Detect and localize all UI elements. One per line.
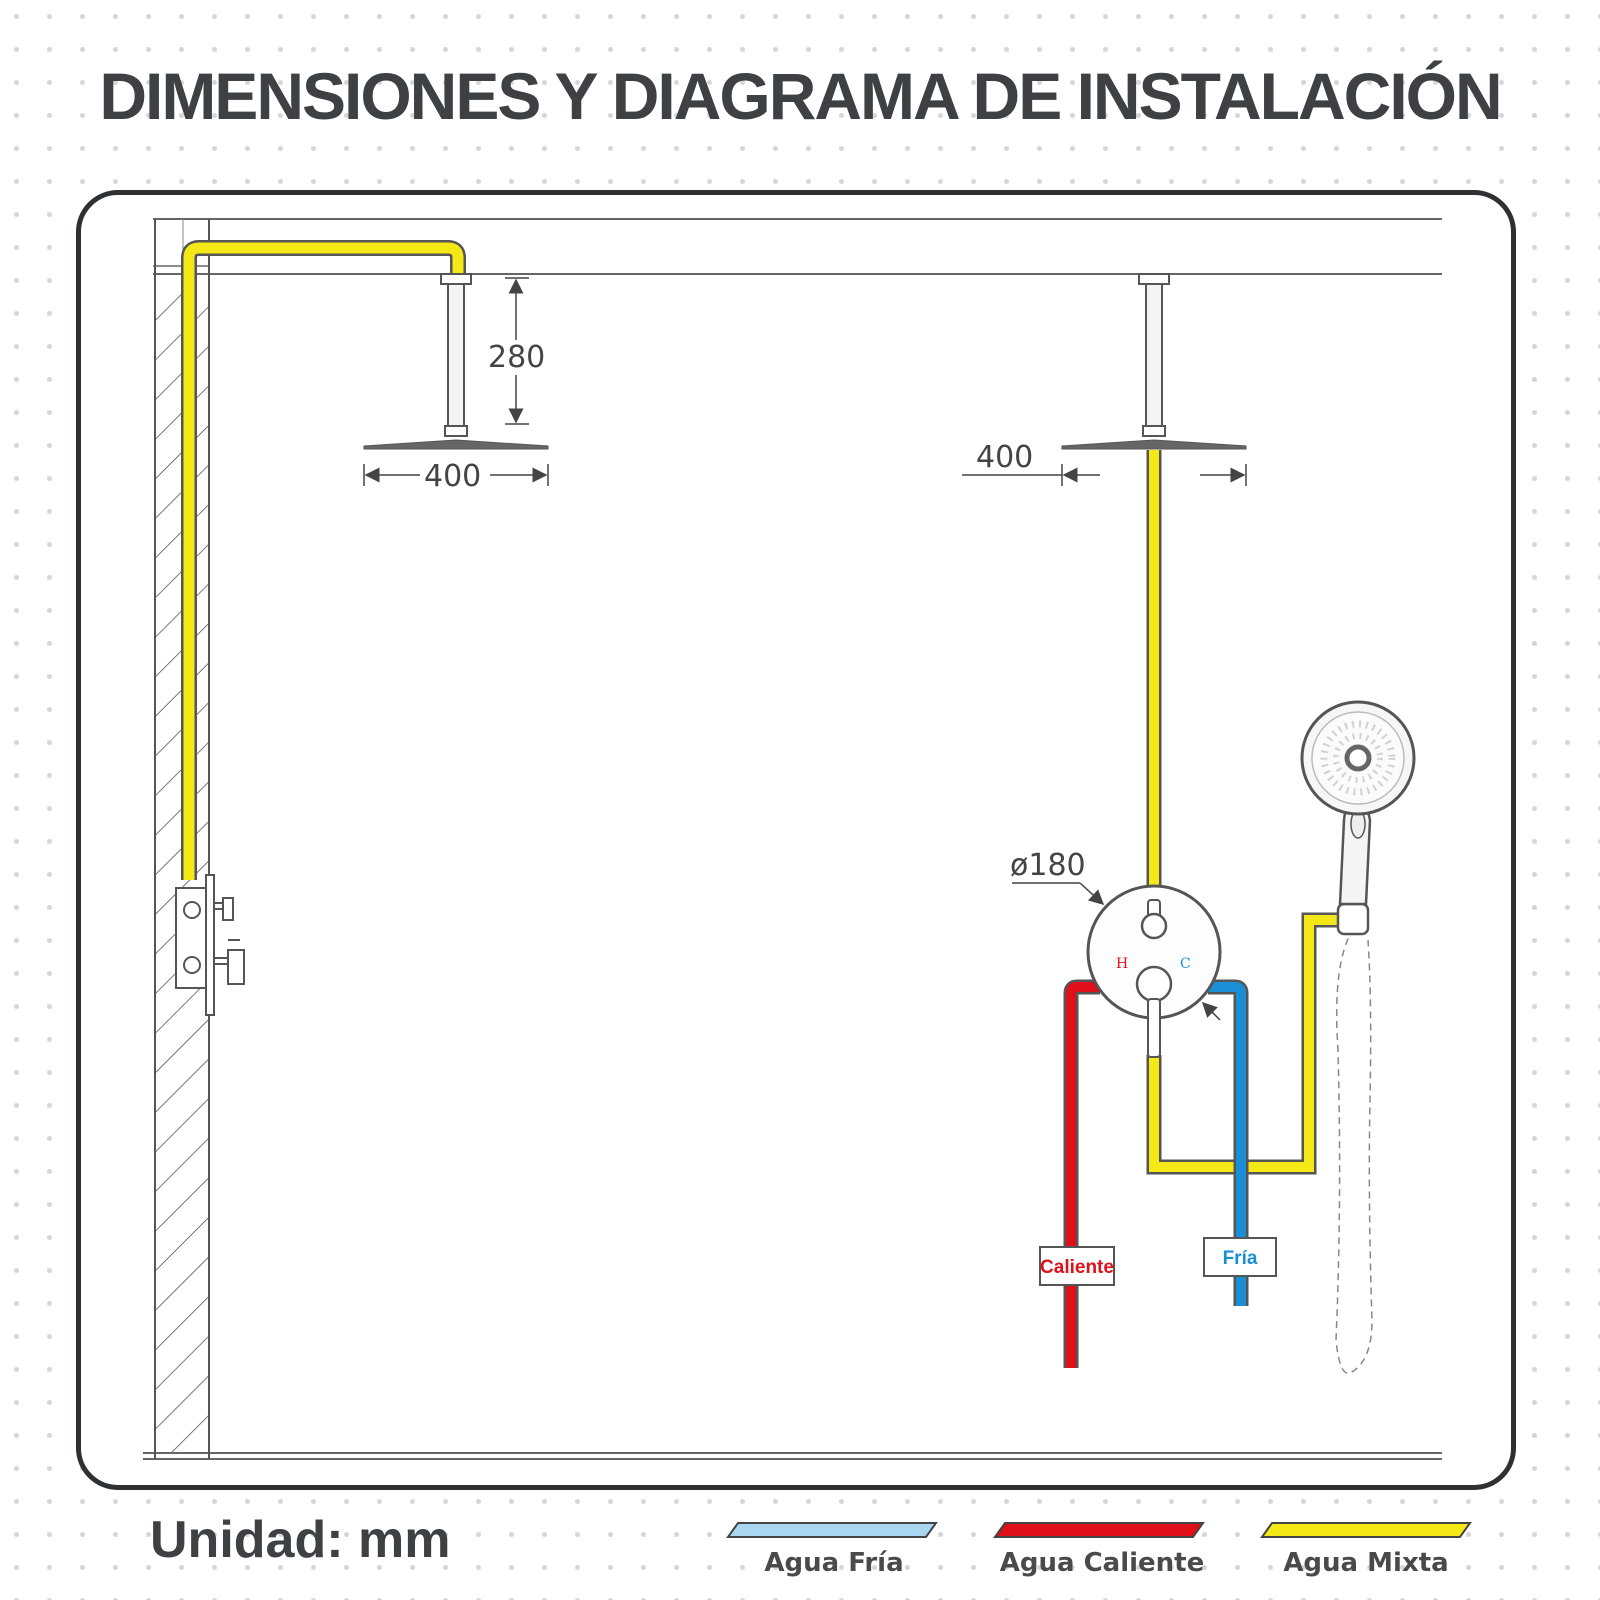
legend-label-mixed: Agua Mixta xyxy=(1283,1548,1448,1578)
legend-swatch-cold xyxy=(726,1522,938,1538)
valve-cold-mark: C xyxy=(1180,956,1191,972)
cold-pipe-tag-label: Fría xyxy=(1223,1248,1258,1269)
valve-hot-mark: H xyxy=(1116,956,1128,972)
hot-pipe-tag xyxy=(1039,1246,1115,1286)
mixed-pipe-side-view xyxy=(181,240,466,880)
valve-side-view xyxy=(175,874,245,1016)
cold-pipe-tag xyxy=(1203,1237,1277,1277)
dimension-head-width-right xyxy=(962,464,1247,486)
dimension-valve-diameter-label: ø180 xyxy=(1010,848,1086,883)
structure-lines xyxy=(143,218,1442,1460)
page-title: DIMENSIONES Y DIAGRAMA DE INSTALACIÓN xyxy=(99,59,1502,133)
legend xyxy=(726,1522,1472,1538)
legend-label-cold: Agua Fría xyxy=(764,1548,903,1578)
dimension-arm-length xyxy=(505,277,529,425)
shower-head-side-view xyxy=(363,273,549,450)
unit-label: Unidad: mm xyxy=(150,1511,451,1569)
legend-label-hot: Agua Caliente xyxy=(1000,1548,1205,1578)
mixing-valve xyxy=(1086,884,1222,1058)
legend-swatch-mixed xyxy=(1260,1522,1472,1538)
dimension-400-right-label: 400 xyxy=(976,440,1033,475)
legend-swatch-hot xyxy=(993,1522,1205,1538)
dimension-280-label: 280 xyxy=(488,340,545,375)
hot-pipe-tag-label: Caliente xyxy=(1040,1257,1114,1278)
hand-shower-icon xyxy=(1300,700,1416,1374)
shower-head-front-view xyxy=(1061,273,1247,450)
dimension-valve-callout xyxy=(1012,882,1221,1021)
dimension-head-width-left xyxy=(363,464,549,486)
dimension-400-left-label: 400 xyxy=(424,459,481,494)
